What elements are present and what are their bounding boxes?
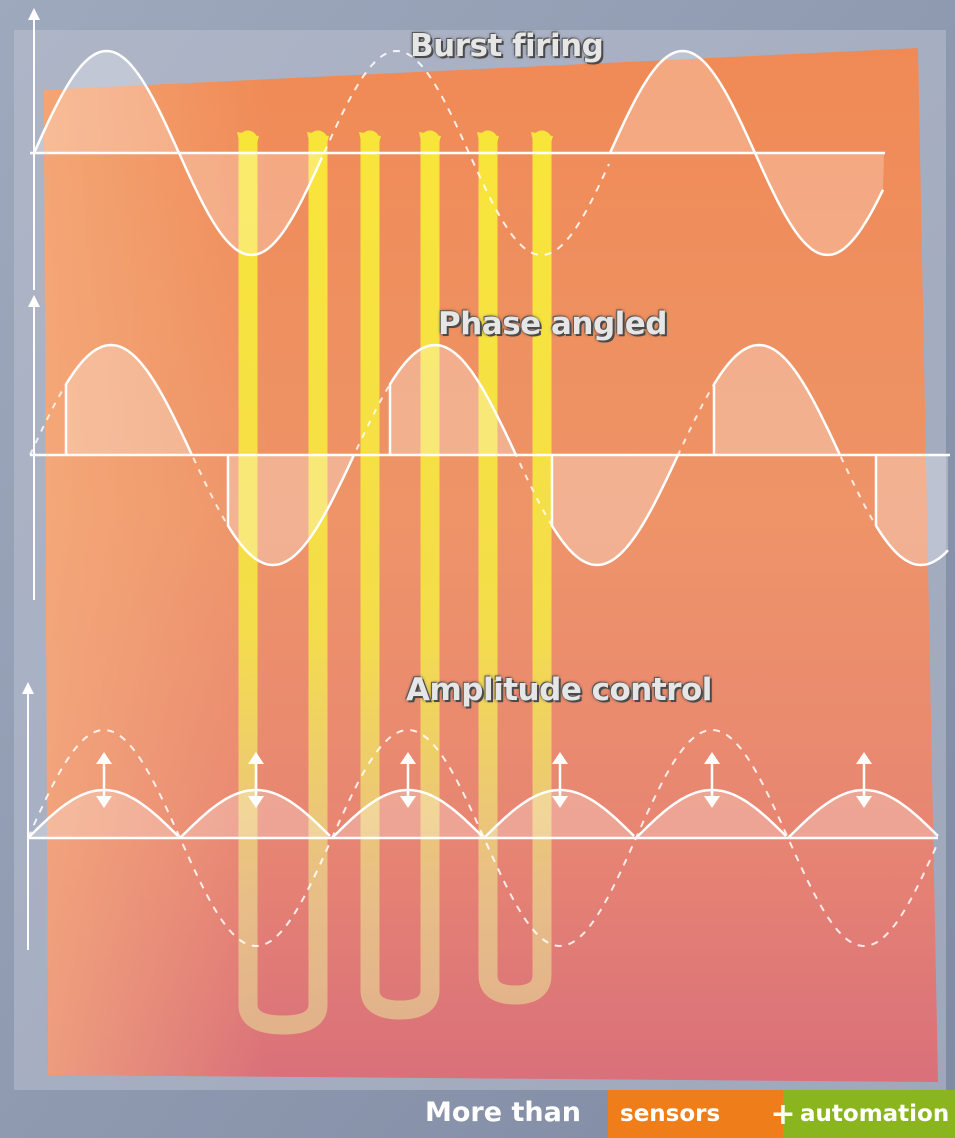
phase-angled-label: Phase angled [438, 306, 668, 342]
phase-fill [66, 345, 192, 455]
amplitude-fill [28, 790, 180, 838]
phase-wave-on [388, 343, 518, 456]
amplitude-fill [484, 790, 636, 838]
arrow-up-icon [704, 752, 720, 764]
phase-wave-on [712, 343, 842, 456]
brand-logo: sensors + automation [608, 1090, 955, 1138]
phase-wave-on [226, 454, 356, 567]
amplitude-fill [180, 790, 332, 838]
arrow-up-icon [856, 752, 872, 764]
coil-terminal [359, 132, 381, 154]
amplitude-fill [788, 790, 938, 838]
amplitude-fill [636, 790, 788, 838]
phase-wave-on [550, 454, 680, 567]
arrow-down-icon [856, 796, 872, 808]
coil-terminal [419, 132, 441, 154]
arrow-up-icon [552, 752, 568, 764]
coil-terminal [307, 132, 329, 154]
y-axis-arrow-icon [22, 682, 34, 694]
burst-firing-label: Burst firing [410, 28, 604, 64]
arrow-down-icon [248, 796, 264, 808]
arrow-up-icon [96, 752, 112, 764]
arrow-down-icon [400, 796, 416, 808]
phase-wave-on [874, 455, 949, 567]
brand-automation-text: automation [796, 1090, 955, 1138]
phase-fill [876, 455, 948, 565]
burst-fill [610, 51, 884, 255]
burst-wave-off [323, 49, 610, 256]
arrow-down-icon [704, 796, 720, 808]
phase-fill [714, 345, 840, 455]
y-axis-arrow-icon [28, 8, 40, 20]
phase-wave-on [64, 343, 194, 456]
burst-wave-on [608, 49, 885, 257]
brand-sensors-text: sensors [608, 1090, 770, 1138]
heating-coil [237, 130, 553, 1035]
arrow-up-icon [248, 752, 264, 764]
waveforms [22, 8, 950, 950]
phase-fill [228, 455, 354, 565]
arrow-down-icon [552, 796, 568, 808]
coil-terminal [237, 132, 259, 154]
coil-terminal [477, 132, 499, 154]
brand-plus-icon: + [770, 1090, 796, 1138]
phase-fill [390, 345, 516, 455]
coil-terminal [531, 132, 553, 154]
amplitude-control-label: Amplitude control [406, 672, 712, 708]
y-axis-arrow-icon [28, 295, 40, 307]
burst-fill [34, 51, 324, 255]
tagline: More than [425, 1097, 582, 1128]
phase-fill [552, 455, 678, 565]
burst-wave-on [32, 49, 324, 257]
arrow-up-icon [400, 752, 416, 764]
coil-path [238, 130, 552, 1035]
amplitude-fill [332, 790, 484, 838]
arrow-down-icon [96, 796, 112, 808]
